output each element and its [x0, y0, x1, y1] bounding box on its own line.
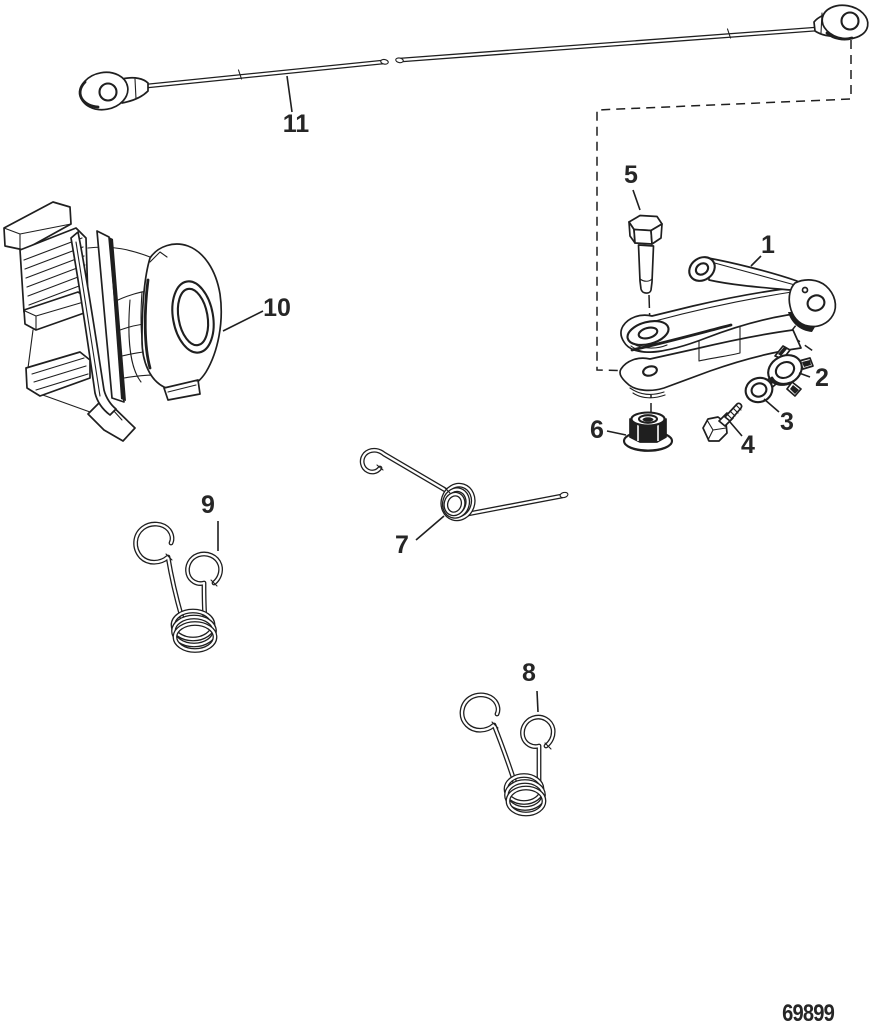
drawing-number: 69899	[782, 999, 834, 1024]
callout-10: 10	[263, 294, 291, 322]
callout-leader-5	[632, 189, 641, 211]
link-rod-drawing	[78, 4, 869, 111]
drawing	[3, 4, 869, 817]
assembly-axis	[648, 294, 652, 413]
callout-leader-3	[763, 398, 780, 413]
callout-leader-8	[536, 690, 539, 713]
screw-drawing	[702, 402, 743, 442]
callout-2: 2	[815, 364, 829, 392]
callout-leader-4	[729, 421, 743, 437]
callout-leaders	[217, 75, 811, 713]
callout-leader-7	[415, 515, 445, 541]
hex-bolt-drawing	[628, 214, 663, 294]
flange-locknut-drawing	[622, 411, 674, 452]
callout-leader-10	[222, 310, 264, 332]
callout-leader-2	[798, 372, 811, 378]
callout-1: 1	[761, 231, 775, 259]
callout-5: 5	[624, 161, 638, 189]
callout-6: 6	[590, 416, 604, 444]
callout-leader-6	[606, 430, 627, 436]
lock-washer-drawing	[762, 345, 814, 397]
callout-11: 11	[283, 110, 310, 138]
callout-9: 9	[201, 491, 215, 519]
callout-7: 7	[395, 531, 409, 559]
torsion-spring-9-drawing	[133, 521, 224, 653]
shift-bracket-drawing	[619, 256, 837, 399]
callout-leader-11	[286, 75, 293, 113]
flat-washer-drawing	[744, 376, 774, 404]
callout-labels: 1 2 3 4 5 6 7 8 9 10 11 69899	[201, 110, 835, 1024]
callout-8: 8	[522, 659, 536, 687]
callout-3: 3	[780, 408, 794, 436]
torsion-spring-8-drawing	[459, 692, 556, 817]
callout-leader-1	[750, 255, 762, 267]
torsion-spring-7-drawing	[359, 447, 569, 522]
callout-4: 4	[741, 431, 755, 459]
mount-bracket-drawing	[3, 201, 223, 442]
